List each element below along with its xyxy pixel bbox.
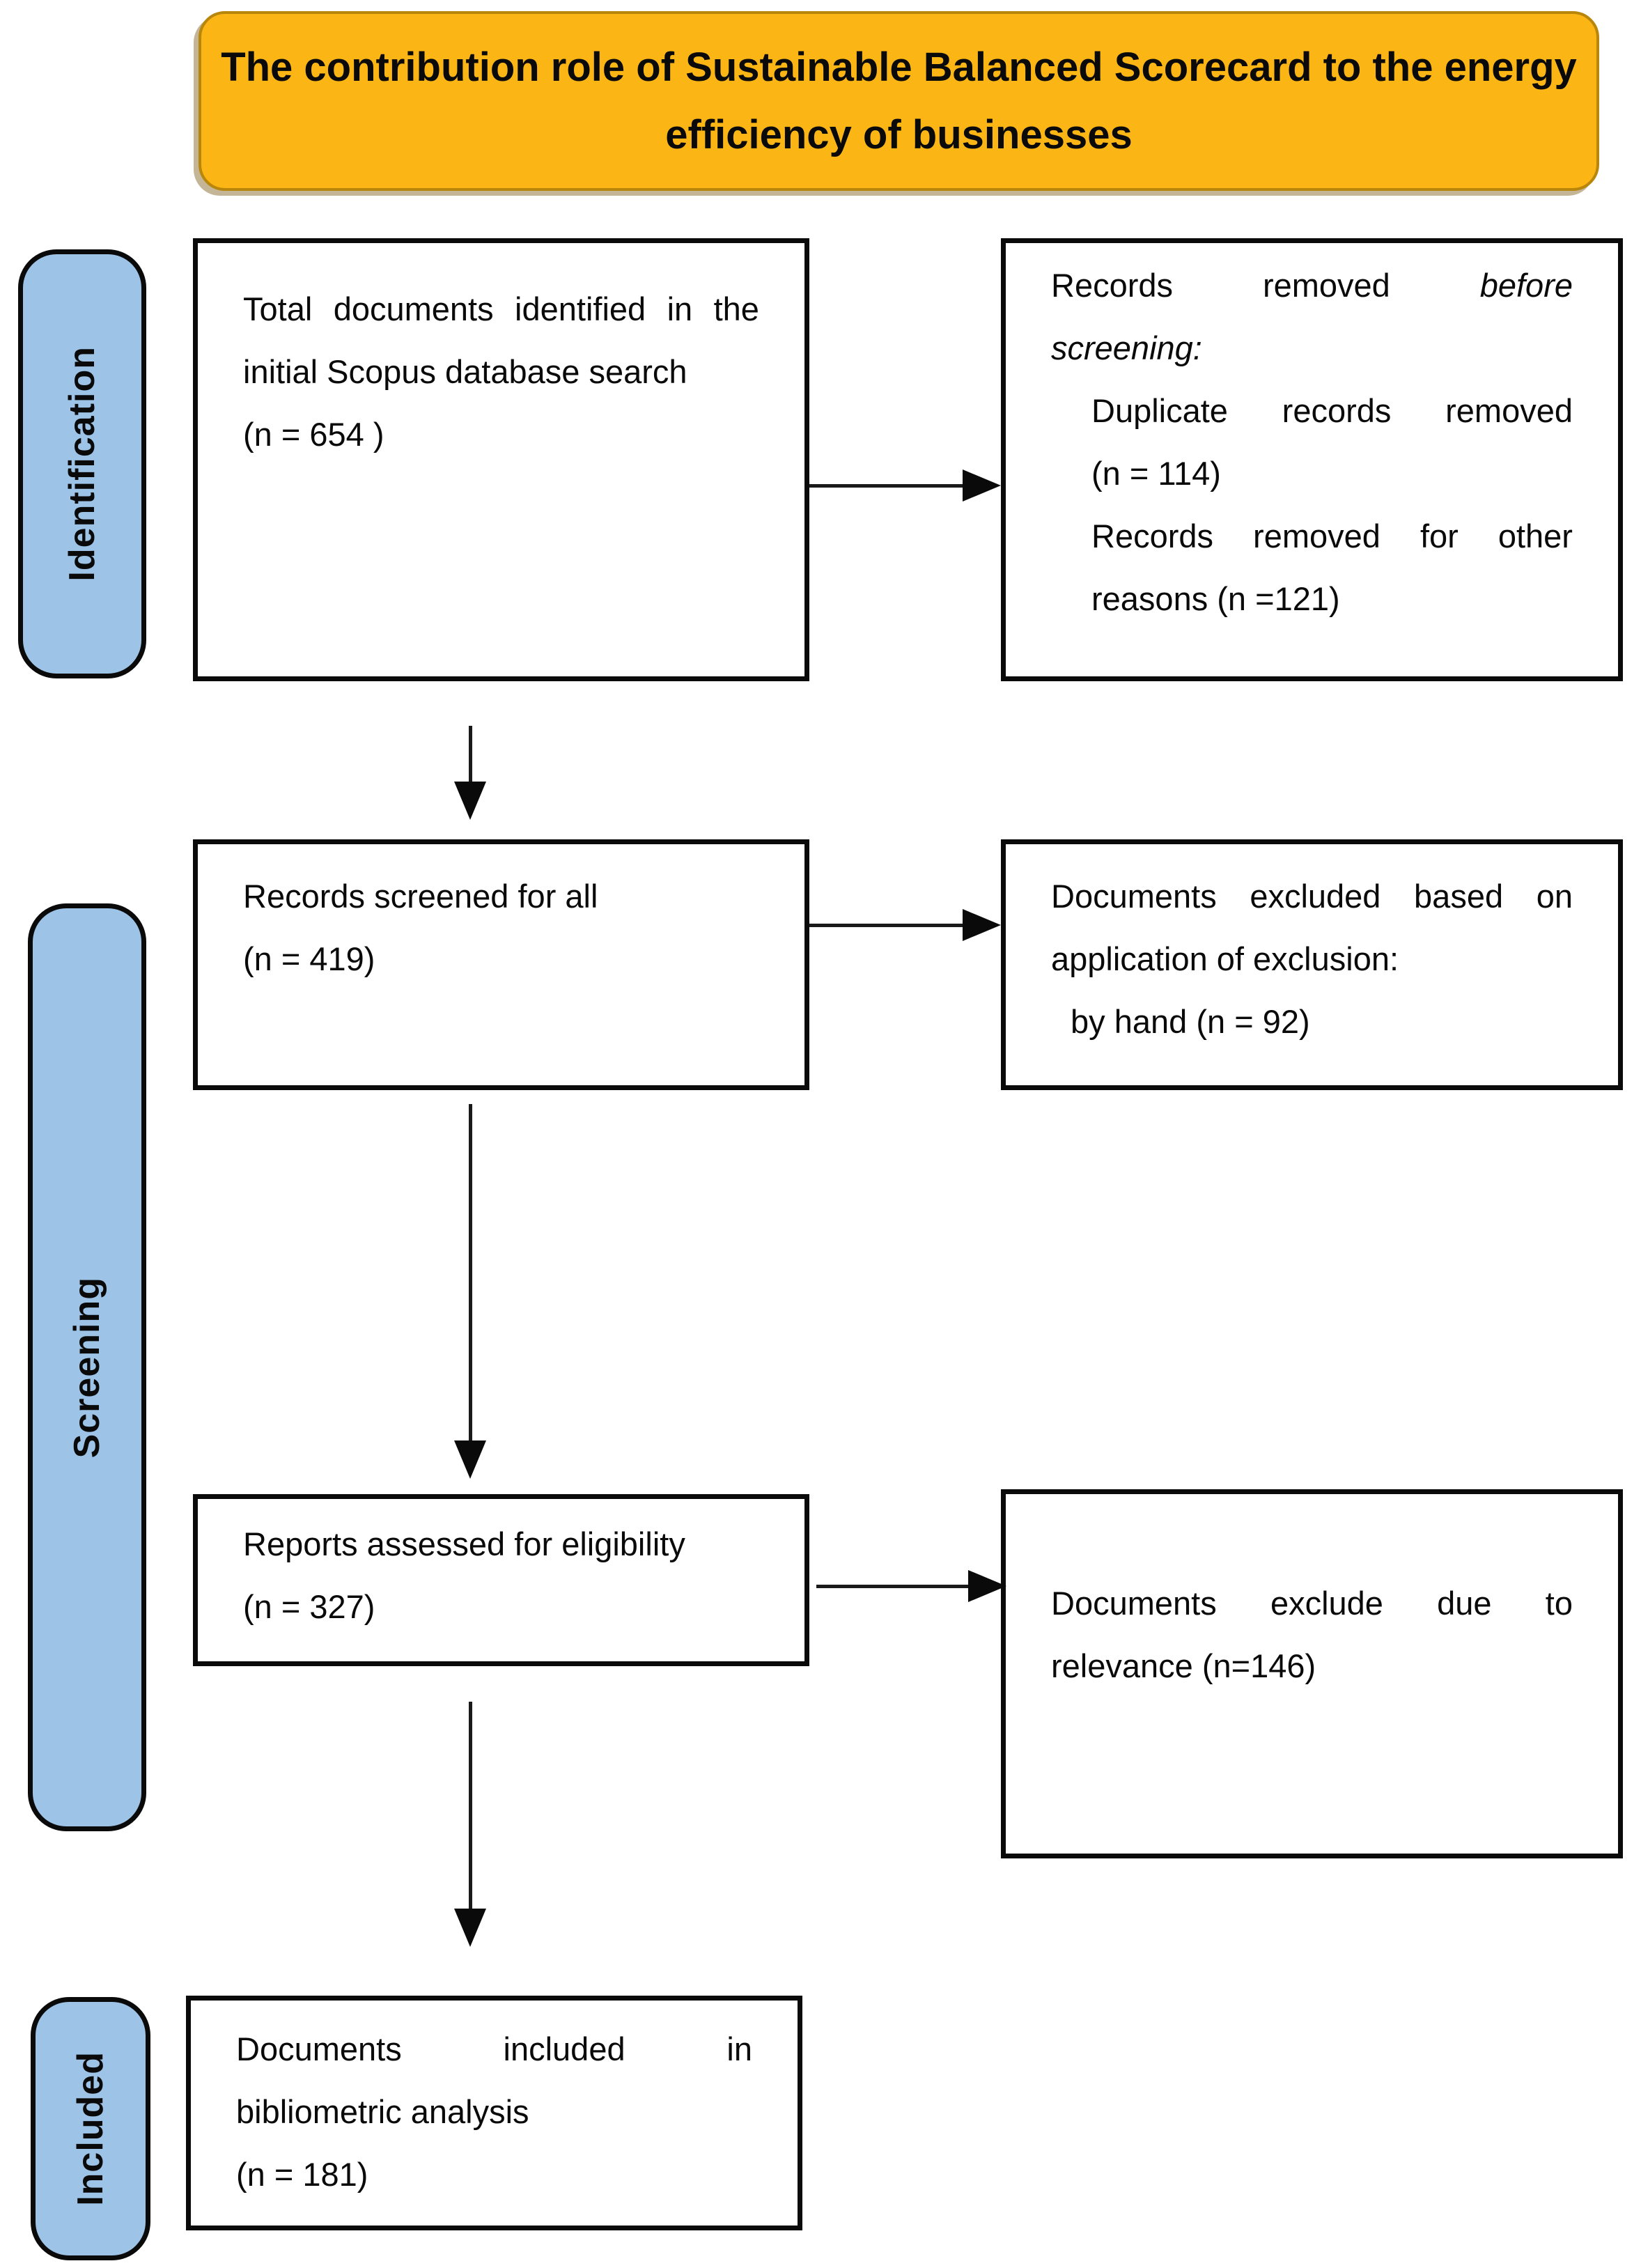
text-line: reasons (n =121)	[1091, 580, 1340, 617]
arrow-line	[809, 484, 964, 488]
title-banner: The contribution role of Sustainable Bal…	[199, 11, 1599, 191]
text-line: by hand (n = 92)	[1071, 1003, 1310, 1040]
title-line-1: The contribution role of Sustainable Bal…	[221, 45, 1577, 90]
text-line: relevance (n=146)	[1051, 1647, 1316, 1684]
text-line: screening:	[1051, 329, 1202, 366]
text-line: (n = 327)	[243, 1588, 375, 1625]
arrow-line	[469, 1702, 472, 1910]
stage-identification: Identification	[18, 249, 146, 678]
arrow-down-icon	[454, 782, 486, 820]
title-line-2: efficiency of businesses	[665, 112, 1133, 157]
box-screened: Records screened for all (n = 419)	[193, 839, 809, 1090]
stage-screening: Screening	[28, 903, 146, 1831]
text-line: (n = 419)	[243, 940, 375, 977]
arrow-right-icon	[963, 469, 1001, 502]
arrow-line	[469, 1104, 472, 1442]
stage-screening-label: Screening	[67, 1276, 107, 1459]
text-line: bibliometric analysis	[236, 2093, 529, 2130]
text-line: (n = 654 )	[243, 416, 384, 453]
text-line: (n = 181)	[236, 2156, 368, 2193]
text-line: Reports assessed for eligibility	[243, 1525, 685, 1562]
text-line: initial Scopus database search	[243, 353, 687, 390]
arrow-right-icon	[963, 909, 1001, 941]
text-line: application of exclusion:	[1051, 940, 1399, 977]
arrow-down-icon	[454, 1440, 486, 1479]
stage-included-label: Included	[70, 2051, 111, 2206]
box-assessed: Reports assessed for eligibility (n = 327…	[193, 1494, 809, 1666]
arrow-down-icon	[454, 1909, 486, 1947]
arrow-line	[469, 726, 472, 783]
arrow-line	[816, 1585, 970, 1588]
arrow-right-icon	[968, 1570, 1006, 1602]
arrow-line	[809, 924, 964, 927]
stage-identification-label: Identification	[62, 346, 102, 582]
stage-included: Included	[31, 1997, 150, 2260]
text-line: (n = 114)	[1091, 455, 1221, 492]
text-line: Records screened for all	[243, 878, 598, 915]
